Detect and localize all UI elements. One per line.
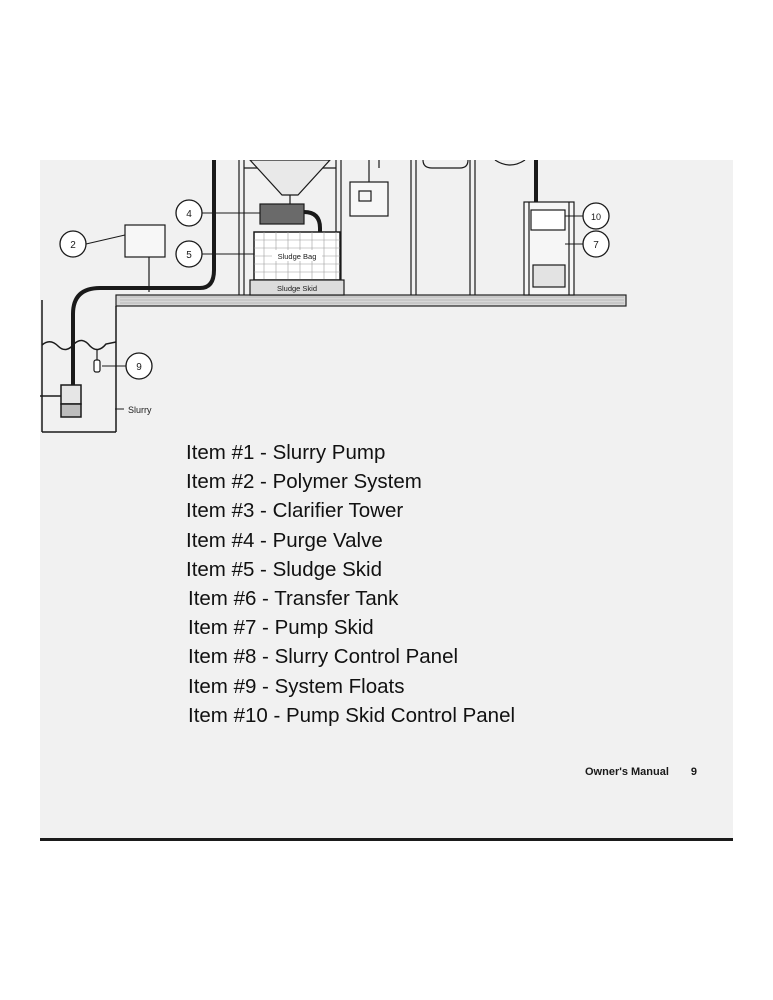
- legend-item: Item #2 - Polymer System: [186, 470, 422, 494]
- page-number: 9: [690, 766, 698, 778]
- callout-7-label: 7: [593, 240, 599, 251]
- purge-valve: [259, 203, 305, 225]
- callout-10-label: 10: [591, 212, 601, 222]
- slurry-control-panel: [349, 160, 389, 217]
- callout-5: 5: [175, 240, 203, 268]
- legend-item: Item #7 - Pump Skid: [188, 616, 374, 640]
- sludge-bag-label: Sludge Bag: [278, 252, 317, 261]
- manual-page: Sludge Bag Sludge Skid: [40, 160, 733, 840]
- legend-item: Item #10 - Pump Skid Control Panel: [188, 703, 516, 727]
- sludge-skid: [249, 279, 345, 296]
- callout-4: 4: [175, 199, 203, 227]
- callout-9-label: 9: [136, 362, 142, 373]
- callout-5-label: 5: [186, 250, 192, 261]
- callout-2: 2: [59, 230, 87, 258]
- legend-item: Item #3 - Clarifier Tower: [186, 499, 404, 523]
- pump-skid-stand: [523, 201, 575, 296]
- callout-10: 10: [582, 202, 610, 230]
- legend-item: Item #6 - Transfer Tank: [188, 587, 399, 611]
- polymer-box: [124, 224, 166, 258]
- bottom-rule: [40, 838, 733, 841]
- sludge-bag: Sludge Bag: [253, 231, 341, 281]
- floor-slab: [115, 294, 627, 307]
- item-legend: Item #1 - Slurry Pump Item #2 - Polymer …: [186, 438, 515, 730]
- legend-item: Item #9 - System Floats: [188, 674, 405, 698]
- legend-item: Item #5 - Sludge Skid: [186, 557, 382, 581]
- slurry-pump: [60, 384, 82, 418]
- system-diagram: Sludge Bag Sludge Skid: [40, 160, 627, 433]
- page-footer: Owner's Manual 9: [585, 766, 697, 778]
- legend-item: Item #1 - Slurry Pump: [186, 441, 386, 464]
- legend-item: Item #4 - Purge Valve: [186, 528, 383, 552]
- sludge-skid-label: Sludge Skid: [277, 284, 317, 293]
- callout-4-label: 4: [186, 209, 192, 220]
- legend-item: Item #8 - Slurry Control Panel: [188, 645, 459, 669]
- float: [93, 350, 101, 373]
- callout-7: 7: [582, 230, 610, 258]
- slurry-label: Slurry: [128, 405, 152, 415]
- slurry-hose: [71, 160, 216, 385]
- manual-label: Owner's Manual: [585, 766, 669, 778]
- callout-2-label: 2: [70, 240, 76, 251]
- callout-9: 9: [125, 352, 153, 380]
